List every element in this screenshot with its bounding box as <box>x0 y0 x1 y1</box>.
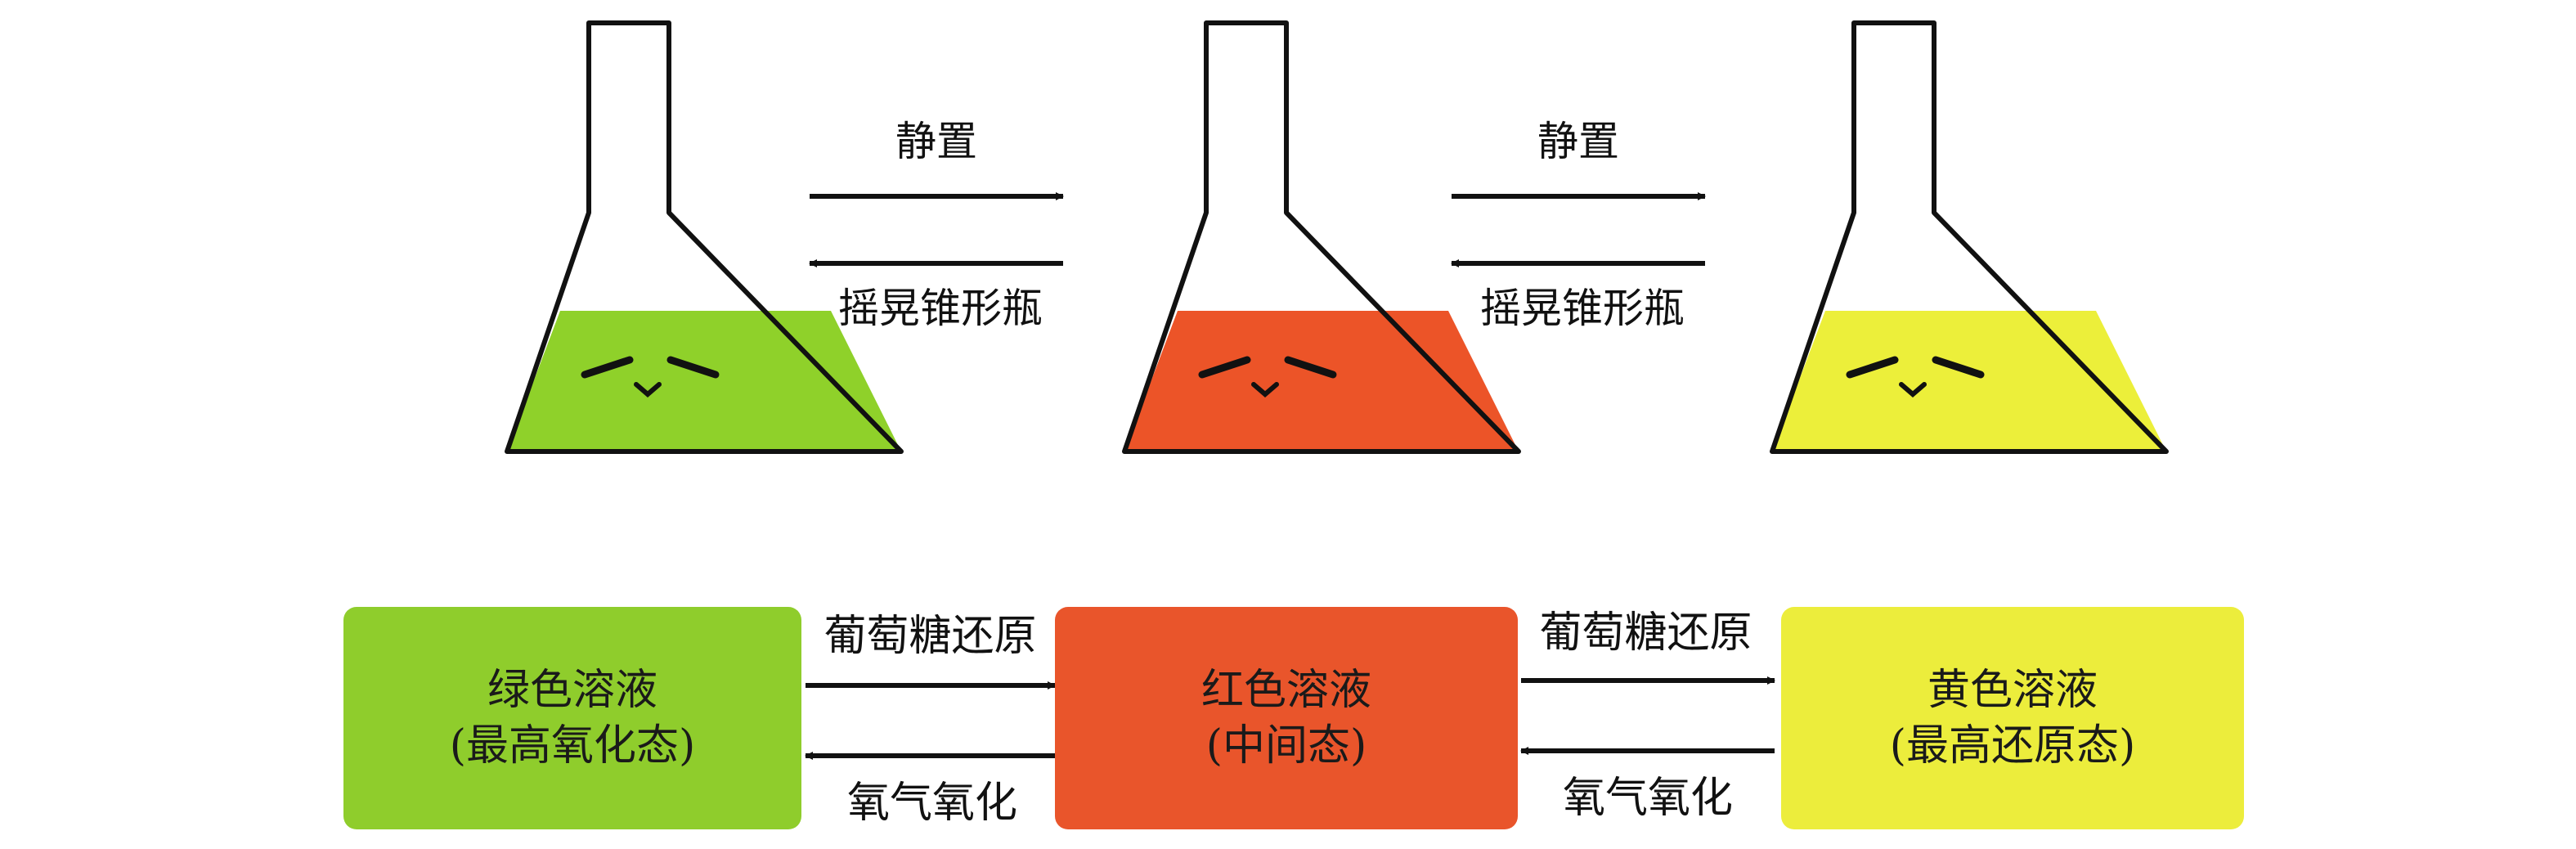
arrow-label: 摇晃锥形瓶 <box>838 285 1043 332</box>
box-title: 红色溶液 <box>1200 666 1371 715</box>
green-flask-liquid <box>507 311 901 451</box>
flask-face <box>1846 356 1985 398</box>
box-title: 黄色溶液 <box>1927 666 2098 715</box>
red-flask <box>1122 20 1521 454</box>
arrow-label: 葡萄糖还原 <box>824 612 1037 661</box>
flask-face <box>581 356 720 398</box>
yellow-solution-box: 黄色溶液 (最高还原态) <box>1781 607 2244 829</box>
flask-face <box>1198 356 1337 398</box>
box-subtitle: (最高还原态) <box>1889 721 2136 770</box>
yellow-flask-liquid <box>1772 311 2166 451</box>
box-title: 绿色溶液 <box>487 666 657 715</box>
red-solution-box: 红色溶液 (中间态) <box>1055 607 1518 829</box>
arrow-label: 静置 <box>895 118 977 165</box>
arrow-label: 葡萄糖还原 <box>1539 609 1752 658</box>
arrow-label: 氧气氧化 <box>1562 774 1733 823</box>
yellow-flask <box>1770 20 2169 454</box>
arrow-label: 静置 <box>1537 118 1619 165</box>
green-solution-box: 绿色溶液 (最高氧化态) <box>343 607 801 829</box>
flask-outline <box>1770 20 2169 454</box>
green-flask <box>505 20 904 454</box>
box-subtitle: (最高氧化态) <box>449 721 696 770</box>
red-flask-liquid <box>1124 311 1519 451</box>
arrow-label: 摇晃锥形瓶 <box>1480 285 1685 332</box>
flask-outline <box>1122 20 1521 454</box>
box-subtitle: (中间态) <box>1205 721 1367 770</box>
flask-outline <box>505 20 904 454</box>
arrow-label: 氧气氧化 <box>846 779 1017 828</box>
